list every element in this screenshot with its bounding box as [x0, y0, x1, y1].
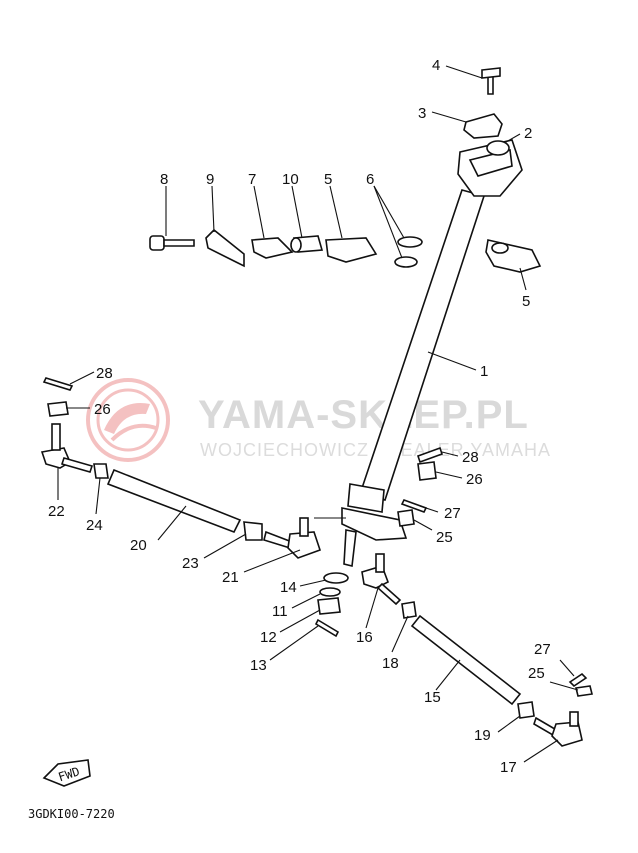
- callout-5-upper: 5: [324, 171, 332, 188]
- bracket-parts: [149, 228, 423, 268]
- callout-26-left: 26: [94, 401, 111, 418]
- callout-2: 2: [524, 125, 532, 142]
- fwd-label: FWD: [56, 764, 81, 784]
- callout-28-left: 28: [96, 365, 113, 382]
- callout-11: 11: [272, 603, 288, 620]
- callout-25-lower: 25: [528, 665, 545, 682]
- column-nuts: [314, 572, 349, 638]
- callout-18: 18: [382, 655, 399, 672]
- callout-27-upper: 27: [444, 505, 461, 522]
- callout-21: 21: [222, 569, 239, 586]
- callout-6: 6: [366, 171, 374, 188]
- callout-17: 17: [500, 759, 517, 776]
- callout-7: 7: [248, 171, 256, 188]
- callout-12: 12: [260, 629, 277, 646]
- diagram-code: 3GDKI00-7220: [28, 807, 115, 821]
- fwd-arrow: FWD: [42, 759, 91, 787]
- callout-15: 15: [424, 689, 441, 706]
- callouts: 4 3 2 8 9 7 10 5 6 5 1 28 26 22 24 20 23…: [48, 57, 551, 776]
- callout-13: 13: [250, 657, 267, 674]
- callout-25-upper: 25: [436, 529, 453, 546]
- callout-16: 16: [356, 629, 373, 646]
- callout-9: 9: [206, 171, 214, 188]
- callout-28-right: 28: [462, 449, 479, 466]
- left-tie-rod: [40, 377, 322, 559]
- callout-19: 19: [474, 727, 491, 744]
- upper-clamp: [463, 67, 542, 273]
- right-tie-rod: [361, 553, 593, 747]
- callout-5-right: 5: [522, 293, 530, 310]
- watermark-logo: [86, 378, 170, 462]
- callout-22: 22: [48, 503, 65, 520]
- callout-4: 4: [432, 57, 440, 74]
- callout-26-right: 26: [466, 471, 483, 488]
- callout-14: 14: [280, 579, 297, 596]
- callout-10: 10: [282, 171, 299, 188]
- leader-lines: [57, 65, 579, 763]
- callout-3: 3: [418, 105, 426, 122]
- callout-24: 24: [86, 517, 103, 534]
- watermark-brand: YAMA-SKLEP.PL: [198, 393, 529, 437]
- callout-1: 1: [480, 363, 488, 380]
- callout-8: 8: [160, 171, 168, 188]
- callout-20: 20: [130, 537, 147, 554]
- steering-column: [341, 139, 523, 567]
- callout-27-lower: 27: [534, 641, 551, 658]
- watermark: YAMA-SKLEP.PL WOJCIECHOWICZ | DEALER YAM…: [86, 378, 550, 462]
- column-right-parts: [397, 446, 444, 527]
- callout-23: 23: [182, 555, 199, 572]
